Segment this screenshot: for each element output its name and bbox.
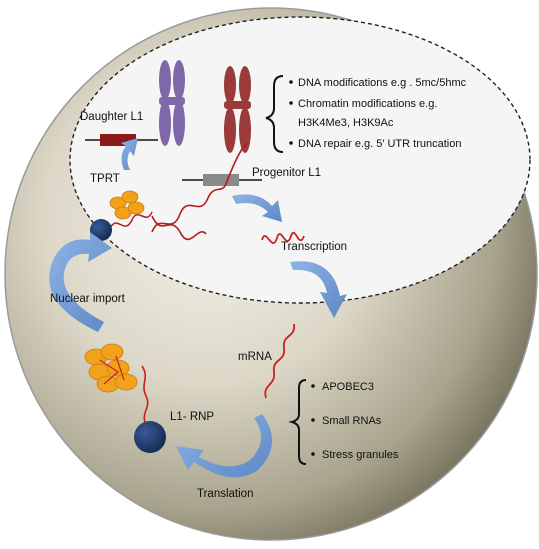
cytoplasm-notes: APOBEC3 Small RNAs Stress granules — [311, 381, 399, 461]
cytoplasm-notes-bracket — [288, 379, 307, 465]
nucleus-note-histone-marks: H3K4Me3, H3K9Ac — [298, 117, 394, 129]
nucleus-note-dna-repair: DNA repair e.g. 5′ UTR truncation — [298, 138, 461, 150]
progenitor-l1-element — [182, 174, 262, 186]
tprt-rnp — [90, 219, 112, 241]
cytoplasm-note-stress-granules: Stress granules — [322, 449, 399, 461]
progenitor-chromosome — [224, 66, 251, 153]
nucleus-notes-bracket — [265, 75, 284, 153]
tprt-helix — [109, 211, 153, 229]
l1-rnp-particle — [134, 421, 166, 453]
tprt-label: TPRT — [90, 173, 120, 185]
transcription-arrow-1 — [232, 194, 282, 222]
dna-helix — [151, 143, 247, 240]
nucleus-note-chromatin-modifications: Chromatin modifications e.g. — [298, 98, 437, 110]
cytoplasm-protein-links — [99, 355, 125, 385]
daughter-l1-label: Daughter L1 — [80, 111, 143, 123]
nuclear-import-arrow — [49, 232, 112, 332]
cytoplasm-note-apobec3: APOBEC3 — [322, 381, 374, 393]
nuclear-mrna — [261, 232, 305, 244]
rnp-rna-strand — [141, 365, 149, 426]
cytoplasmic-mrna — [264, 323, 295, 399]
transcription-label: Transcription — [281, 241, 347, 253]
nucleus — [69, 16, 531, 304]
integration-arrow — [121, 138, 138, 170]
cytoplasm-orf1-proteins — [84, 343, 138, 393]
translation-label: Translation — [197, 488, 253, 500]
nucleus-note-dna-modifications: DNA modifications e.g . 5mc/5hmc — [298, 77, 467, 89]
l1-rnp-label: L1- RNP — [170, 411, 214, 423]
mrna-label: mRNA — [238, 351, 272, 363]
export-arrow — [290, 261, 347, 318]
nuclear-import-label: Nuclear import — [50, 293, 126, 305]
tprt-orf1-proteins — [109, 190, 145, 220]
progenitor-l1-label: Progenitor L1 — [252, 167, 321, 179]
translation-arrow — [176, 414, 273, 478]
daughter-chromosome — [159, 60, 185, 146]
cytoplasm-note-small-rnas: Small RNAs — [322, 415, 382, 427]
nucleus-notes: DNA modifications e.g . 5mc/5hmc Chromat… — [289, 77, 467, 150]
